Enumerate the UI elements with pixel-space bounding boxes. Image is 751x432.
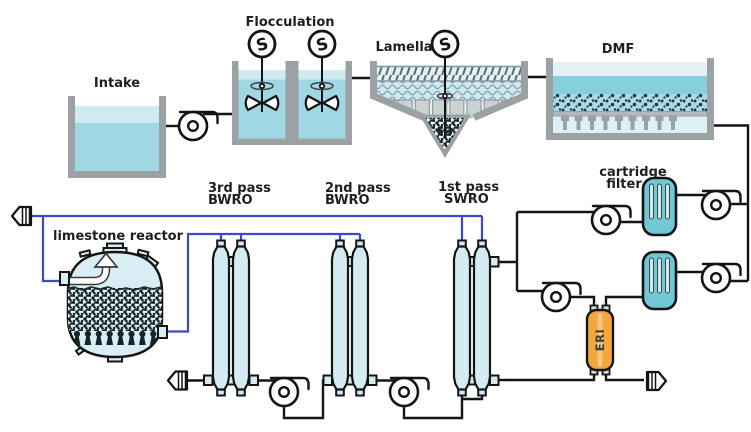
motor-icon <box>430 29 460 59</box>
intake-label: Intake <box>94 76 140 91</box>
bwro2-label-2: BWRO <box>325 193 370 208</box>
dmf-nozzles <box>561 116 677 130</box>
lamella-settler <box>370 57 528 158</box>
limestone-reactor <box>59 242 168 363</box>
bwro3-right-port <box>248 374 259 386</box>
bwro2-left-port <box>322 374 333 386</box>
cartridge-filter-label-1: cartridge <box>599 165 667 180</box>
dmf-label: DMF <box>602 42 635 57</box>
dmf-media <box>553 94 707 113</box>
pump-icon-filter-feed-1 <box>590 204 632 236</box>
permeate-pipes <box>31 214 484 333</box>
swro-upper-port <box>489 256 500 268</box>
bwro2-label-1: 2nd pass <box>325 181 391 196</box>
process-pipes <box>166 75 750 420</box>
eri-label: ERI <box>593 329 607 352</box>
pipe-pumpF-swro <box>402 396 484 420</box>
ro-vessel <box>472 239 492 397</box>
ro-vessel <box>231 239 251 397</box>
cartridge-filter-2 <box>641 250 678 311</box>
lamella-label: Lamella <box>375 40 432 55</box>
ro-racks <box>203 239 500 397</box>
pump-icon-hp-2 <box>700 262 742 294</box>
pipe-eri-filter2 <box>604 295 646 306</box>
limestone-bed <box>68 288 162 331</box>
flocculation-label: Flocculation <box>245 15 334 30</box>
pipe-eri-brine <box>604 374 644 382</box>
pump-icon-bwro2-feed <box>388 376 430 408</box>
concentrate-outlet-arrow <box>166 370 189 391</box>
motor-icon <box>247 29 277 59</box>
pipe-dmf-down <box>712 124 750 281</box>
swro-lower-port <box>489 374 500 386</box>
pipe-swro-eri <box>497 374 596 382</box>
bwro2-right-port <box>367 374 378 386</box>
ro-vessel <box>330 239 350 397</box>
reactor-inlet-port <box>59 271 70 286</box>
dmf-filter <box>546 58 714 140</box>
brine-discharge-arrow <box>645 370 668 392</box>
reactor-nozzles <box>73 330 157 345</box>
limestone-outlet-line <box>165 232 360 333</box>
limestone-inlet-line <box>41 216 64 283</box>
ro-vessel <box>211 239 231 397</box>
upflow-arrow-icon <box>93 252 119 268</box>
eri-device: ERI <box>585 304 615 376</box>
cartridge-filter-1 <box>641 176 678 237</box>
pump-icon-intake <box>177 110 219 142</box>
motor-icon <box>307 29 337 59</box>
swro-label-1: 1st pass <box>438 180 499 195</box>
intake-tank <box>68 96 166 178</box>
reactor-outlet-port <box>157 325 168 339</box>
ro-vessel <box>452 239 472 397</box>
limestone-reactor-label: limestone reactor <box>53 229 184 244</box>
bwro3-left-port <box>203 374 214 386</box>
product-outlet-arrow <box>10 205 33 227</box>
pipe-pumpC-eri <box>569 295 596 306</box>
cartridge-filter-label-2: filter <box>606 177 642 192</box>
ro-vessel <box>350 239 370 397</box>
pump-icon-bwro3-feed <box>268 376 310 408</box>
swro-label-2: SWRO <box>444 192 489 207</box>
bwro3-label-2: BWRO <box>208 193 253 208</box>
bwro3-label-1: 3rd pass <box>208 181 271 196</box>
diagram-labels: Intake Flocculation Lamella DMF cartridg… <box>53 15 667 244</box>
